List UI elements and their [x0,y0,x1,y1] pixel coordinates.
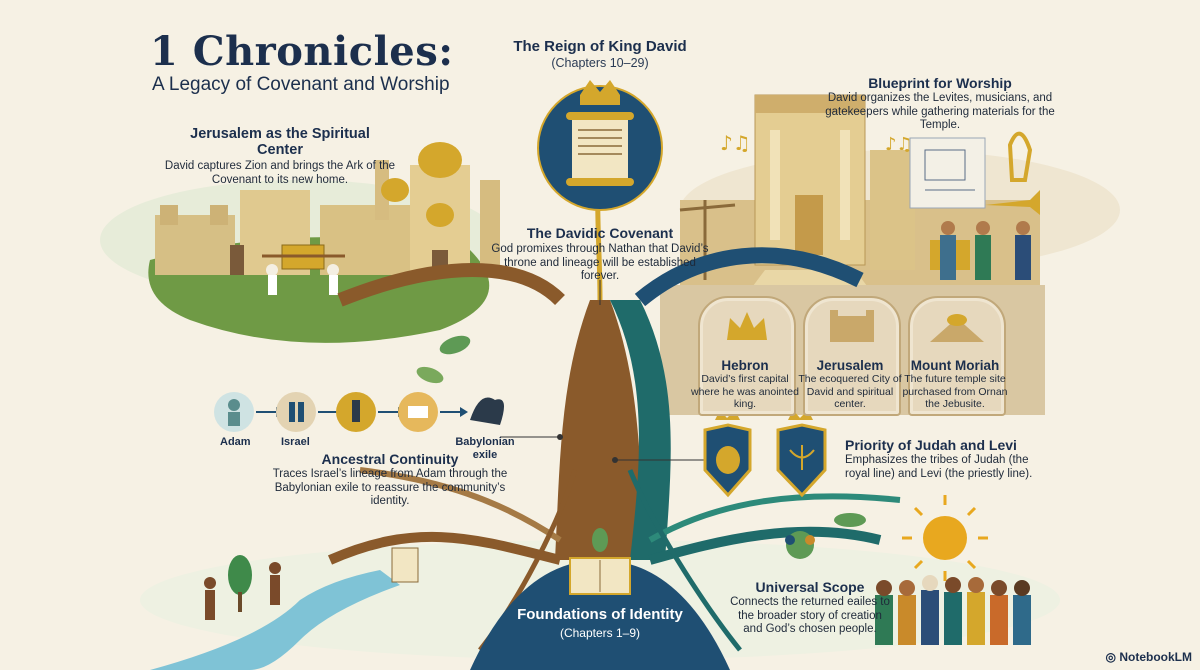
notebooklm-badge: ◎ NotebookLM [1106,650,1192,664]
place-name: Hebron [721,358,769,373]
reign-title: The Reign of King David [513,38,687,55]
badge-label: NotebookLM [1119,650,1192,664]
page-subtitle: A Legacy of Covenant and Worship [152,74,450,95]
judah-lion-shield [703,410,752,498]
exile-icon [470,397,504,425]
blueprint-icon [909,137,986,209]
scroll-icon [391,547,419,583]
gold-dome [418,142,462,178]
tree [327,169,901,652]
altar-icon [930,314,984,342]
people-group [875,575,1031,645]
place-text: David’s first capital where he was anoin… [691,373,799,410]
figures-at-river [204,555,281,620]
covenant-text: God promixes through Nathan that David’s… [491,243,709,282]
crown-icon [727,312,767,340]
israel-icon [276,392,316,432]
root-base [470,560,730,670]
plaque-jerusalem [803,296,901,416]
place-text: The future temple site purchased from Or… [902,373,1008,410]
castle-icon [830,310,874,342]
page-title: 1 Chronicles: [150,28,454,75]
jerusalem-city [155,142,500,275]
diversity-icon [785,531,815,559]
jerusalem-text: David captures Zion and brings the Ark o… [164,160,396,186]
levi-menorah-shield [776,410,827,498]
judah-levi-text: Emphasizes the tribes of Judah (the roya… [845,454,1033,480]
covenant-heading: The Davidic Covenant [526,225,674,241]
harp-icon [1007,131,1033,182]
lineage-label-israel: Israel [281,436,310,448]
place-name: Mount Moriah [910,358,1000,373]
lineage-chain [214,392,504,432]
music-note-icon: ♪♫ [885,134,913,155]
judah-levi-heading: Priority of Judah and Levi [845,437,1017,453]
ancestral-heading: Ancestral Continuity [321,451,459,467]
jerusalem-heading: Jerusalem as the Spiritual Center [190,126,370,158]
lineage-label-adam: Adam [220,436,251,448]
ark-of-covenant-icon [262,244,345,295]
place-text: The ecoquered City of David and spiritua… [798,373,902,410]
plaque-hebron [698,296,796,416]
reign-chapters: (Chapters 10–29) [551,56,649,70]
place-name: Jerusalem [816,358,884,373]
plaque-mount-moriah [908,296,1006,416]
notebooklm-logo-icon: ◎ [1105,650,1120,664]
lineage-label-exile: Babylonian exile [455,436,515,461]
universal-text: Connects the returned eailes to the broa… [730,596,890,635]
trumpet-icon [985,190,1040,215]
blueprint-heading: Blueprint for Worship [868,75,1012,91]
foundations-title: Foundations of Identity [517,606,683,623]
river [150,570,400,670]
universal-heading: Universal Scope [755,579,865,595]
sun-icon [902,495,988,581]
music-note-icon: ♪♫ [720,131,751,155]
levite-musicians [940,221,1031,280]
foundations-chapters: (Chapters 1–9) [559,626,641,640]
reign-medallion [537,80,663,211]
blueprint-text: David organizes the Levites, musicians, … [825,92,1055,131]
torah-scroll-icon [569,528,631,595]
crown-icon [580,80,620,105]
ancestral-text: Traces Israel’s lineage from Adam throug… [272,468,508,507]
